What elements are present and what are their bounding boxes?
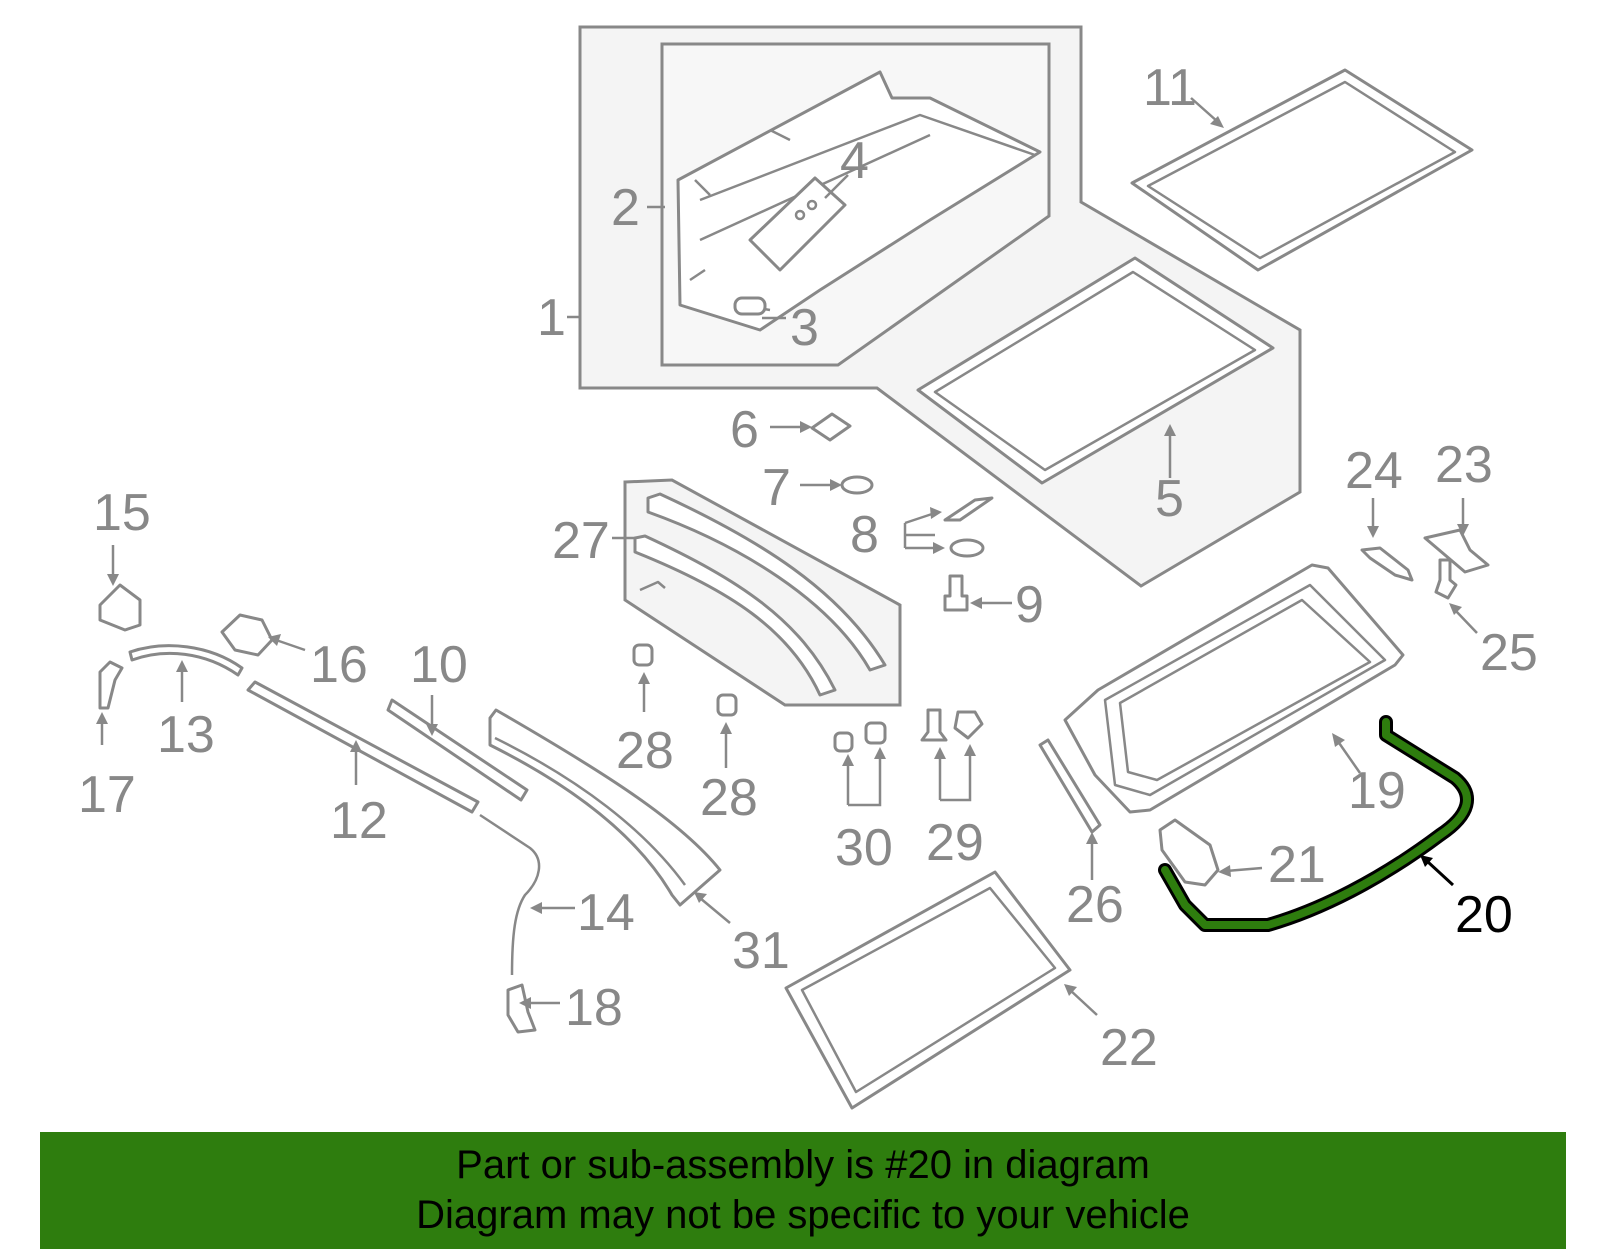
part-26-strip	[1038, 738, 1102, 834]
callout-17: 17	[78, 766, 136, 824]
callout-6: 6	[730, 401, 759, 459]
callout-15: 15	[93, 484, 151, 542]
part-28-plug-a	[632, 643, 654, 667]
callout-11: 11	[1143, 59, 1197, 117]
info-banner: Part or sub-assembly is #20 in diagram D…	[40, 1132, 1566, 1249]
callout-28b: 28	[700, 769, 758, 827]
callout-23: 23	[1435, 436, 1493, 494]
callout-9: 9	[1015, 576, 1044, 634]
callout-1: 1	[537, 289, 566, 347]
part-22-glass	[784, 870, 1072, 1110]
part-11-roof-glass	[1130, 68, 1474, 272]
callout-10: 10	[410, 636, 468, 694]
callout-14: 14	[577, 884, 635, 942]
part-24-bracket	[1360, 546, 1414, 582]
callout-22: 22	[1100, 1019, 1158, 1077]
part-6-pad	[810, 412, 852, 442]
callout-13: 13	[157, 706, 215, 764]
banner-line-1: Part or sub-assembly is #20 in diagram	[456, 1143, 1150, 1187]
part-4-bracket	[748, 176, 847, 272]
part-7-washer	[840, 475, 874, 495]
part-23-bracket	[1423, 528, 1490, 574]
part-29-bolt-a	[920, 708, 948, 742]
callout-5: 5	[1155, 470, 1184, 528]
part-2-roof-panel	[676, 70, 1042, 332]
callout-24: 24	[1345, 442, 1403, 500]
callout-29: 29	[926, 814, 984, 872]
part-30-plug-a	[833, 731, 854, 753]
part-17-clip	[98, 660, 124, 710]
callout-28a: 28	[616, 722, 674, 780]
part-5-sunroof-frame	[916, 256, 1275, 485]
part-12-molding	[246, 680, 480, 814]
callout-21: 21	[1268, 836, 1326, 894]
callout-30: 30	[835, 819, 893, 877]
part-20-seal-highlighted	[1158, 715, 1474, 932]
part-9-bolt	[943, 574, 969, 612]
callout-25: 25	[1480, 624, 1538, 682]
banner-line-2: Diagram may not be specific to your vehi…	[416, 1193, 1190, 1237]
part-31-molding	[488, 708, 722, 907]
part-27-rail	[633, 492, 887, 697]
callout-4: 4	[840, 132, 869, 190]
part-14-tube	[479, 813, 541, 976]
callout-26: 26	[1066, 876, 1124, 934]
part-18-clip	[506, 983, 537, 1034]
part-3-clip	[733, 296, 767, 316]
leader-lines	[96, 97, 1478, 1016]
part-10-molding	[386, 698, 529, 802]
part-30-plug-b	[864, 721, 887, 745]
part-8-washer	[949, 538, 985, 558]
part-29-bolt-b	[953, 710, 984, 740]
callout-3: 3	[790, 299, 819, 357]
part-25-bolt	[1434, 558, 1458, 600]
callout-8: 8	[850, 506, 879, 564]
part-28-plug-b	[716, 693, 738, 717]
group-27-box	[623, 478, 902, 707]
part-15-clip	[98, 583, 142, 632]
callout-20: 20	[1455, 886, 1513, 944]
callout-27: 27	[552, 512, 610, 570]
part-8-bracket	[943, 496, 994, 522]
callout-19: 19	[1348, 762, 1406, 820]
part-19-rear-window-frame	[1063, 563, 1405, 814]
part-16-clip	[220, 613, 274, 657]
callout-2: 2	[611, 179, 640, 237]
part-13-molding	[128, 644, 244, 677]
callout-31: 31	[732, 922, 790, 980]
callout-7: 7	[762, 459, 791, 517]
callout-16: 16	[310, 636, 368, 694]
part-21-hinge	[1158, 818, 1220, 887]
callout-12: 12	[330, 792, 388, 850]
callout-18: 18	[565, 979, 623, 1037]
